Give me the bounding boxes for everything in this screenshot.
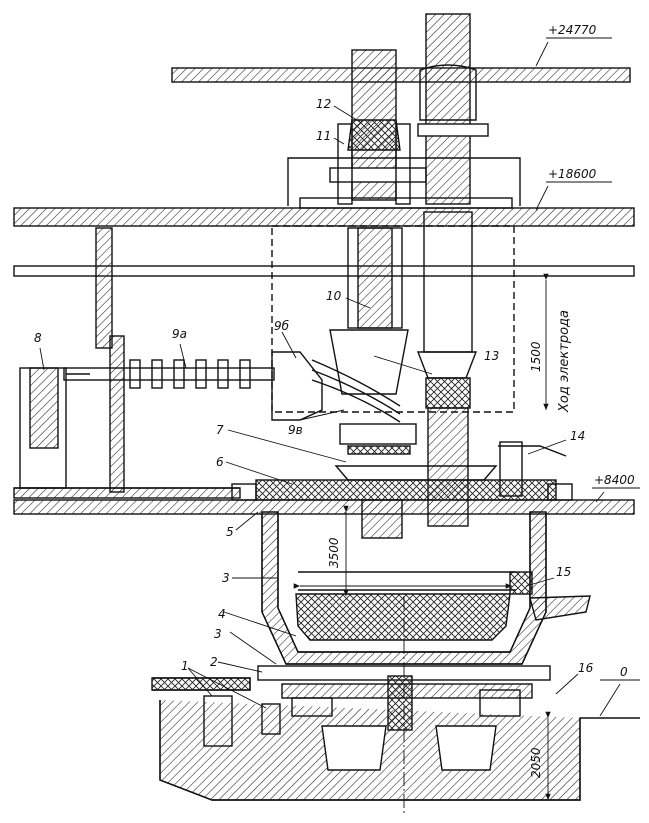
upper-floor-slab [13, 207, 635, 227]
label-13: 13 [484, 349, 500, 363]
label-10: 10 [326, 289, 342, 303]
dim-electrode-stroke: 1500 [529, 341, 543, 372]
label-16: 16 [578, 661, 594, 675]
electrode-b-lower [427, 407, 469, 527]
label-2: 2 [210, 655, 218, 669]
elevation-ground: 0 [620, 665, 628, 679]
elevation-work-floor: +8400 [594, 473, 635, 487]
label-3-lower: 3 [214, 627, 222, 641]
spout-15 [529, 595, 591, 621]
top-floor-slab [171, 67, 631, 83]
label-12: 12 [316, 97, 332, 111]
label-4: 4 [218, 607, 226, 621]
busbar-9a [63, 367, 275, 381]
left-wall-lower [109, 335, 125, 493]
left-deck [13, 487, 241, 499]
label-1: 1 [181, 659, 189, 673]
electrode-b-holder [423, 211, 473, 353]
label-9v: 9в [288, 423, 303, 437]
roof-7 [334, 465, 498, 481]
cable-14 [498, 445, 567, 457]
label-3-upper: 3 [222, 571, 230, 585]
roof-6 [255, 479, 557, 501]
label-9b: 9б [274, 319, 290, 333]
insulators-9a [129, 359, 251, 389]
stroke-zone [271, 225, 515, 413]
label-6: 6 [216, 455, 224, 469]
elevation-top: +24770 [548, 23, 597, 37]
label-8: 8 [34, 331, 42, 345]
intermediate-beam [13, 265, 635, 277]
hearth-lining [295, 593, 511, 641]
contact-9v [339, 423, 417, 445]
clamp-11 [329, 167, 427, 183]
elevation-upper-floor: +18600 [548, 167, 597, 181]
electrode-a-lower [361, 499, 403, 539]
label-11: 11 [316, 129, 332, 143]
label-15: 15 [556, 565, 572, 579]
label-5: 5 [226, 525, 234, 539]
label-9a: 9а [172, 327, 187, 341]
flex-cable-9b [271, 351, 323, 421]
dim-electrode-stroke-label: Ход электрода [557, 309, 572, 412]
dim-shell-height: 3500 [327, 537, 341, 568]
top-housing [287, 157, 521, 206]
dim-pit-depth: 2050 [529, 747, 543, 778]
seal-12 [347, 119, 401, 151]
left-wall [95, 227, 113, 349]
electrode-b-upper [425, 13, 471, 205]
label-14: 14 [570, 429, 586, 443]
label-7: 7 [216, 423, 224, 437]
